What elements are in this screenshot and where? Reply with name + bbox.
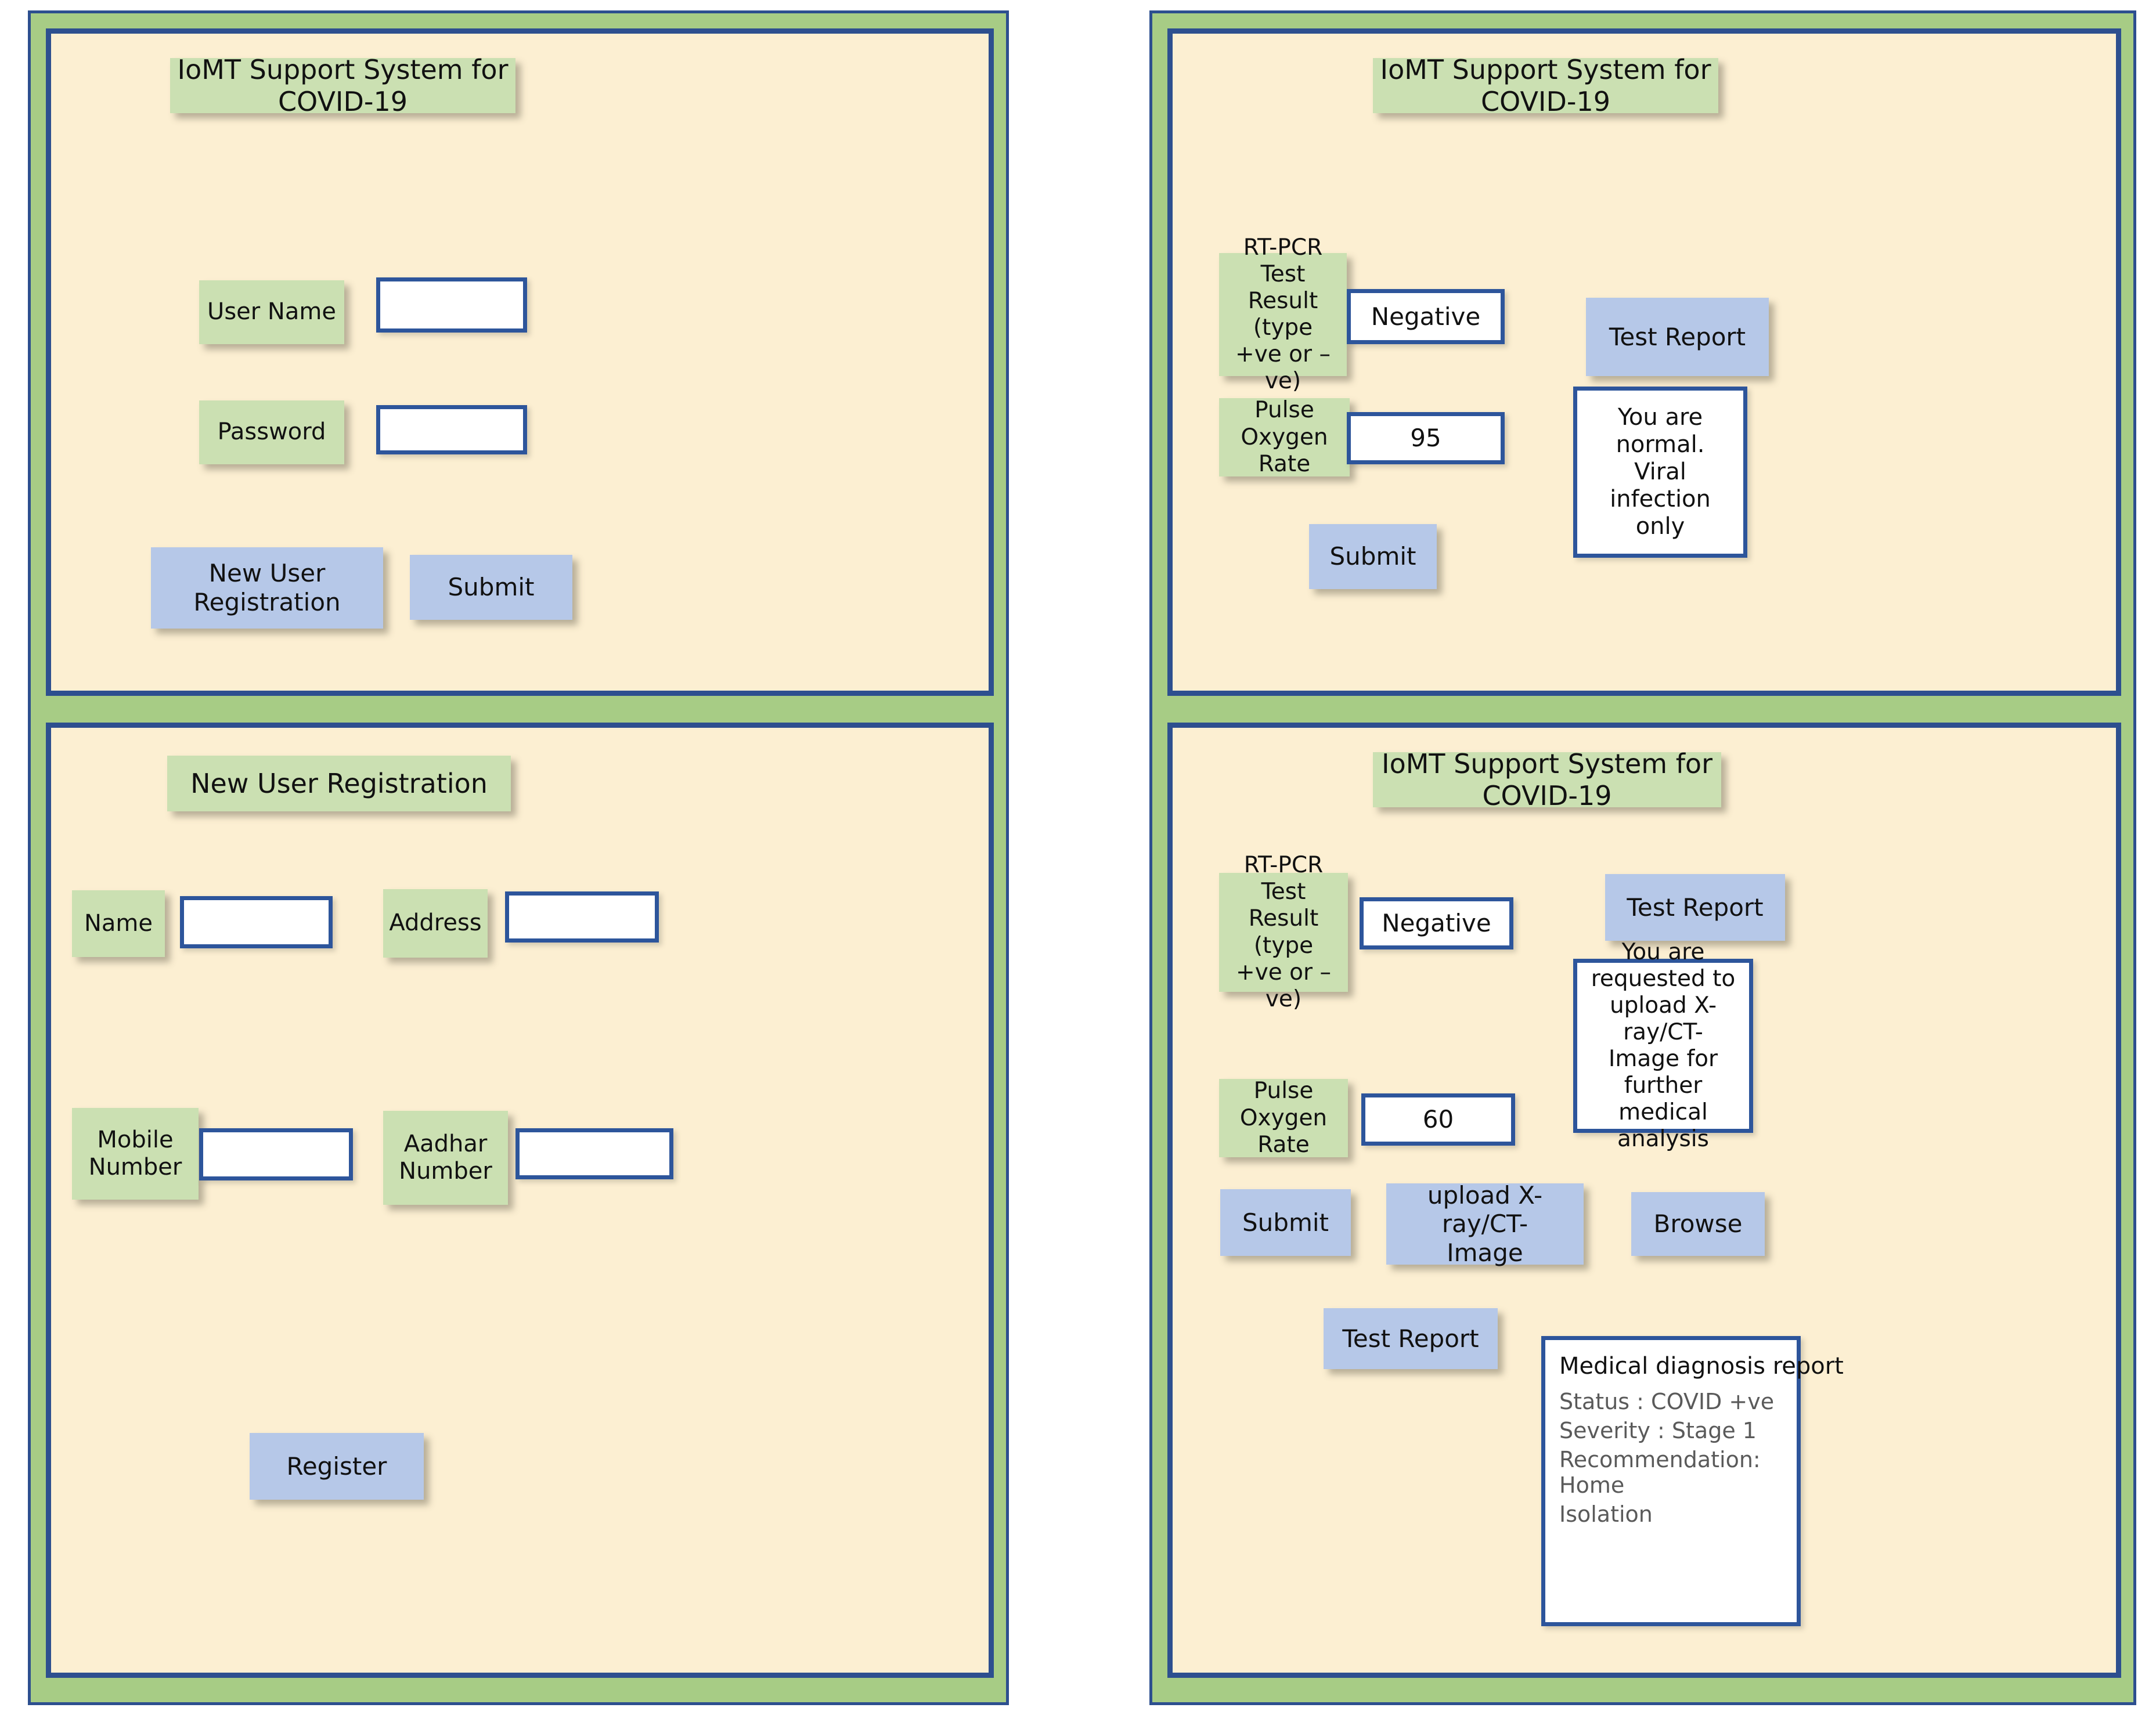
pulse-oxygen-rate-input[interactable]: 95 — [1347, 412, 1505, 464]
pulse-oxygen-rate-input[interactable]: 60 — [1361, 1093, 1515, 1146]
test-report-bottom-button[interactable]: Test Report — [1324, 1308, 1498, 1369]
aadhar-number-label: Aadhar Number — [383, 1111, 508, 1205]
submit-button[interactable]: Submit — [1309, 524, 1437, 589]
medical-diagnosis-report-box: Medical diagnosis report Status : COVID … — [1541, 1336, 1844, 1626]
report-title: Medical diagnosis report — [1559, 1353, 1844, 1380]
upload-request-message-box: You are requested to upload X-ray/CT- Im… — [1573, 939, 1753, 1152]
password-input[interactable] — [376, 405, 527, 454]
submit-button[interactable]: Submit — [410, 555, 572, 620]
user-name-input[interactable] — [376, 277, 527, 333]
pulse-oxygen-rate-label: Pulse Oxygen Rate — [1219, 1078, 1348, 1158]
report-line-status: Status : COVID +ve — [1559, 1389, 1775, 1414]
mobile-number-input[interactable] — [199, 1128, 353, 1180]
login-panel-header: IoMT Support System for COVID-19 — [170, 54, 515, 117]
result-covid-panel-header: IoMT Support System for COVID-19 — [1373, 748, 1721, 811]
new-user-registration-button[interactable]: New User Registration — [151, 547, 383, 629]
password-label: Password — [199, 400, 344, 464]
registration-panel: New User Registration Name Address Mobil… — [46, 723, 994, 1678]
right-column-frame: IoMT Support System for COVID-19 RT-PCR … — [1149, 10, 2136, 1705]
report-line-recommendation: Recommendation: Home — [1559, 1447, 1761, 1498]
submit-button[interactable]: Submit — [1220, 1189, 1351, 1256]
upload-xray-ct-image-button[interactable]: upload X-ray/CT- Image — [1386, 1181, 1584, 1267]
result-normal-panel-header: IoMT Support System for COVID-19 — [1373, 54, 1718, 117]
left-column-frame: IoMT Support System for COVID-19 User Na… — [28, 10, 1009, 1705]
pulse-oxygen-rate-label: Pulse Oxygen Rate — [1219, 397, 1350, 477]
report-line-recommendation-cont: Isolation — [1559, 1501, 1653, 1527]
address-label: Address — [383, 889, 488, 958]
result-normal-panel: IoMT Support System for COVID-19 RT-PCR … — [1167, 28, 2121, 696]
test-report-button[interactable]: Test Report — [1586, 298, 1769, 376]
test-report-top-button[interactable]: Test Report — [1605, 874, 1785, 941]
mobile-number-label: Mobile Number — [72, 1108, 199, 1200]
user-name-label: User Name — [199, 280, 344, 344]
browse-button[interactable]: Browse — [1631, 1192, 1765, 1256]
aadhar-number-input[interactable] — [515, 1128, 673, 1179]
rtpcr-test-result-label: RT-PCR Test Result (type +ve or –ve) — [1219, 852, 1348, 1012]
register-button[interactable]: Register — [250, 1433, 424, 1500]
login-panel: IoMT Support System for COVID-19 User Na… — [46, 28, 994, 696]
result-covid-panel: IoMT Support System for COVID-19 RT-PCR … — [1167, 723, 2121, 1678]
rtpcr-test-result-input[interactable]: Negative — [1360, 897, 1513, 949]
name-input[interactable] — [180, 896, 333, 948]
registration-panel-header: New User Registration — [167, 756, 511, 811]
rtpcr-test-result-input[interactable]: Negative — [1347, 289, 1505, 344]
rtpcr-test-result-label: RT-PCR Test Result (type +ve or –ve) — [1219, 234, 1347, 394]
diagnosis-message-box: You are normal. Viral infection only — [1573, 387, 1747, 558]
address-input[interactable] — [505, 891, 659, 943]
report-line-severity: Severity : Stage 1 — [1559, 1418, 1757, 1443]
name-label: Name — [72, 890, 165, 957]
